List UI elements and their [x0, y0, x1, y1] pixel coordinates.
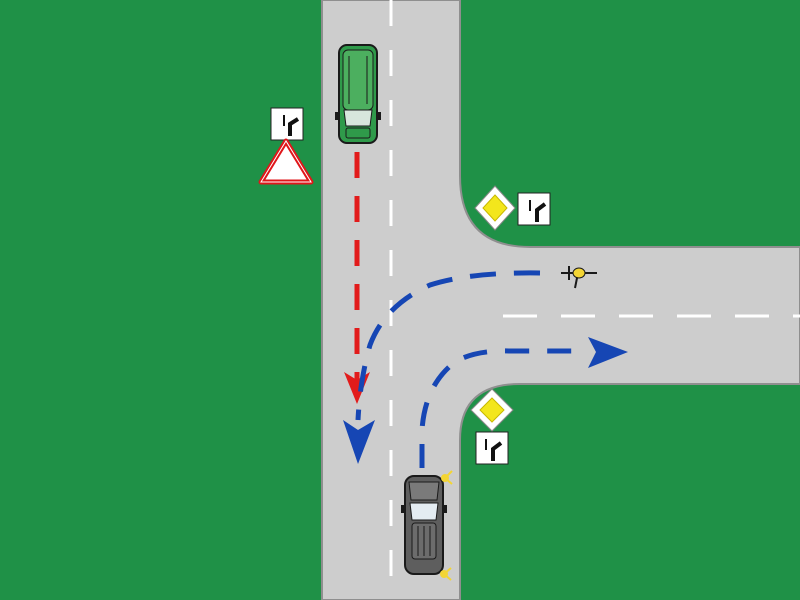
yield-sign-group	[258, 107, 314, 185]
green-van	[335, 44, 381, 144]
gray-car	[401, 475, 447, 575]
gray-car-path	[419, 337, 628, 468]
lane-markings	[389, 0, 800, 600]
cyclist-path	[343, 270, 541, 464]
cyclist	[561, 266, 597, 289]
cyclist-path-line	[355, 270, 541, 421]
road-body	[321, 0, 800, 600]
cyclist-path-arrowhead	[343, 420, 375, 464]
road-surface	[321, 0, 800, 600]
priority-direction-icon	[283, 115, 300, 136]
priority-sign-bottom-right	[470, 388, 514, 465]
main-road-direction-plate	[517, 192, 551, 226]
main-road-direction-plate	[270, 107, 304, 141]
priority-direction-icon	[485, 439, 503, 461]
priority-direction-icon	[529, 200, 547, 222]
turn-signal-indicator	[440, 470, 453, 581]
gray-car-path-line	[419, 348, 575, 468]
priority-sign-top-right	[474, 185, 551, 231]
gray-car-path-arrowhead	[588, 337, 628, 368]
